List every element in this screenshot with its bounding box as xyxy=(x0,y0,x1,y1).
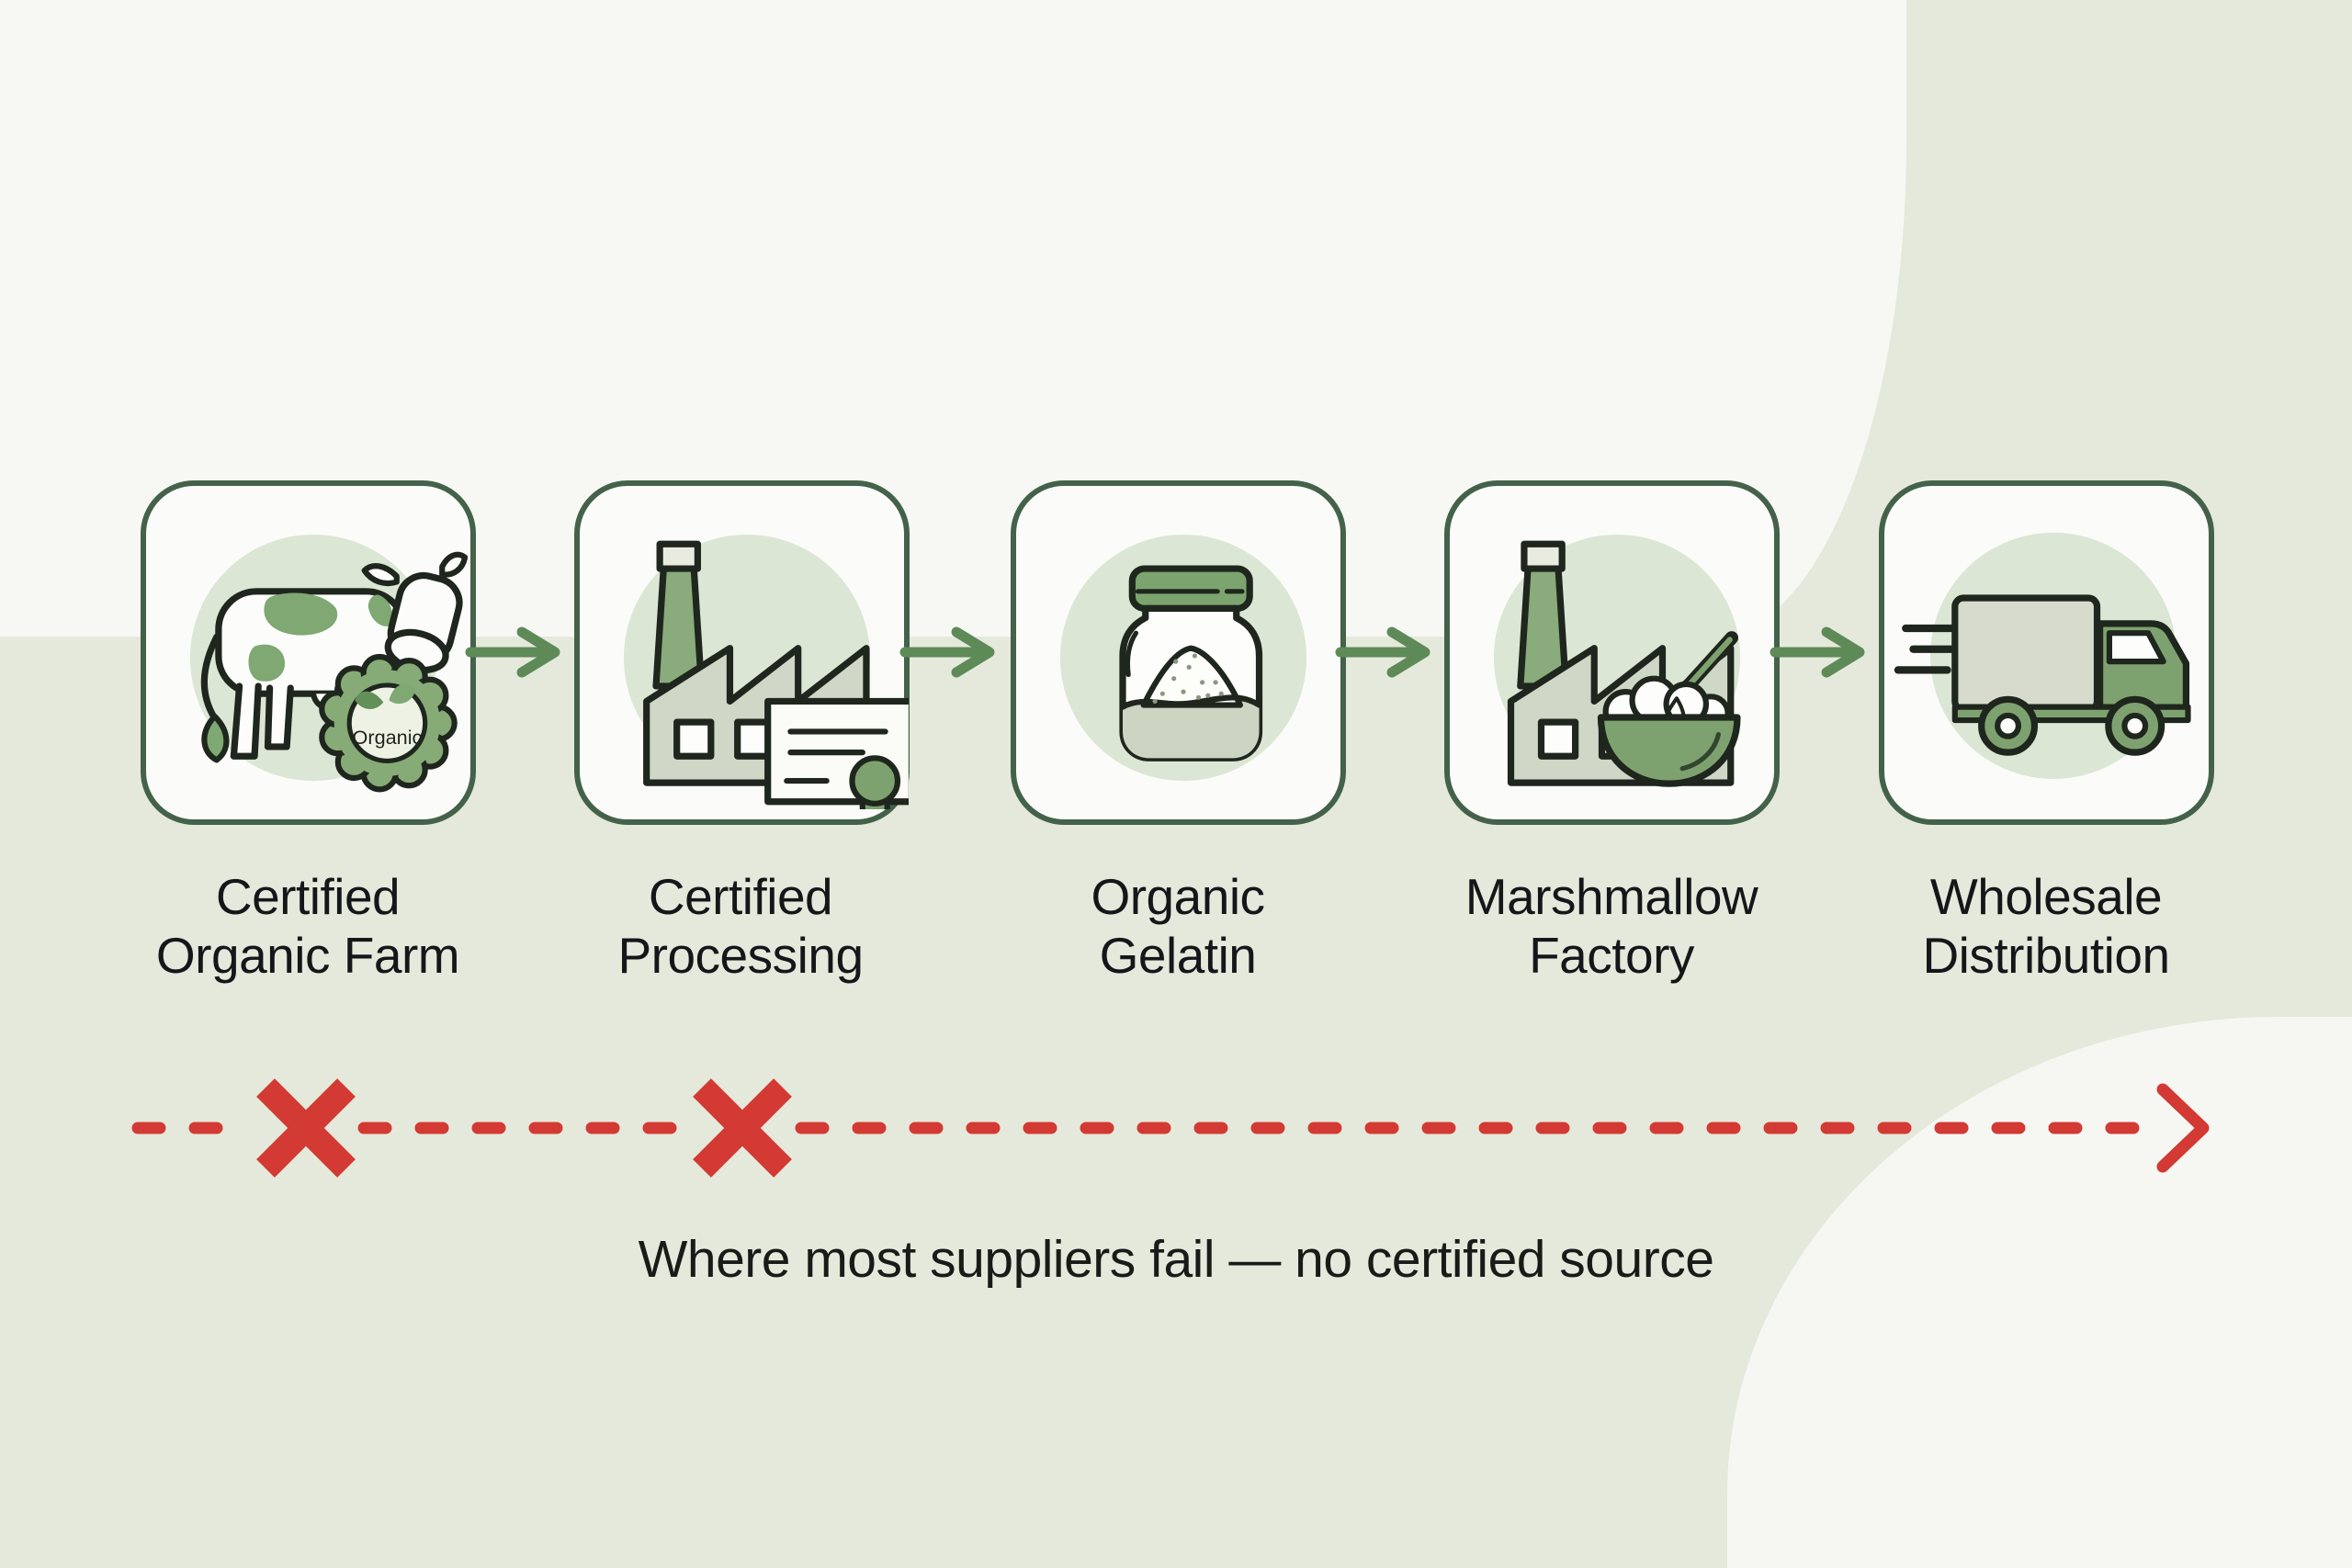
failure-dashed-arrow xyxy=(131,1078,2210,1178)
leaf-icon xyxy=(355,691,384,709)
stage-label-marshmallow-factory: Marshmallow Factory xyxy=(1464,868,1758,984)
cow-ear xyxy=(361,563,400,587)
powder-surface-line xyxy=(1119,694,1262,710)
truck-cargo-box xyxy=(1951,594,2101,714)
stage-box-organic-gelatin xyxy=(1011,480,1346,825)
cow-spot xyxy=(264,592,338,636)
certificate-seal xyxy=(849,755,901,807)
leaf-icon xyxy=(389,683,416,705)
cow-horn xyxy=(439,551,469,578)
factory-window xyxy=(1537,718,1579,760)
factory-window xyxy=(673,718,715,760)
stage-box-certified-organic-farm: Organic xyxy=(141,480,476,825)
cow-leg xyxy=(264,684,294,750)
bowl xyxy=(1597,714,1741,787)
stage-label-wholesale-distribution: Wholesale Distribution xyxy=(1922,868,2170,984)
arrowhead-icon xyxy=(2156,1083,2210,1173)
cow-leg xyxy=(230,682,262,760)
chimney-cap xyxy=(656,540,701,572)
failure-caption: Where most suppliers fail — no certified… xyxy=(638,1230,1714,1289)
factory-mixing-bowl-icon xyxy=(1493,534,1741,787)
truck-window xyxy=(2106,630,2166,665)
cow-spot xyxy=(248,644,286,682)
organic-badge-text: Organic xyxy=(353,726,423,749)
powder-mound xyxy=(1140,645,1243,708)
powder-dots xyxy=(1152,653,1224,705)
stage-label-organic-gelatin: Organic Gelatin xyxy=(1091,868,1265,984)
x-mark-icon xyxy=(693,1078,792,1178)
mixing-bowl-group xyxy=(1597,631,1741,787)
truck-wheel xyxy=(1978,695,2039,756)
stage-label-certified-organic-farm: Certified Organic Farm xyxy=(155,868,460,984)
jar-shine xyxy=(1125,630,1139,678)
stage-box-wholesale-distribution xyxy=(1879,480,2214,825)
organic-cow-badge-icon: Organic xyxy=(189,534,469,793)
flow-arrow-icon xyxy=(1770,626,1865,678)
cow-spot xyxy=(368,594,393,626)
x-mark-icon xyxy=(256,1078,356,1178)
gelatin-jar-icon xyxy=(1059,534,1307,782)
certificate xyxy=(764,697,909,809)
flow-arrow-icon xyxy=(899,626,995,678)
stage-label-certified-processing: Certified Processing xyxy=(617,868,864,984)
truck-wheel xyxy=(2105,695,2165,756)
cow-tail-tuft xyxy=(201,713,230,763)
organic-certification-badge: Organic xyxy=(319,653,458,793)
bowl-highlight xyxy=(1679,731,1721,772)
cow-tail xyxy=(200,633,220,722)
delivery-truck-icon xyxy=(1894,532,2191,779)
chimney-cap xyxy=(1521,540,1566,572)
jar-lid xyxy=(1128,565,1253,612)
flow-arrow-icon xyxy=(1335,626,1430,678)
stage-box-certified-processing xyxy=(574,480,910,825)
speed-lines xyxy=(1894,624,1957,674)
processing-plant-certificate-icon xyxy=(623,534,909,809)
jar-powder-fill xyxy=(1123,697,1260,759)
flow-arrow-icon xyxy=(465,626,560,678)
stage-box-marshmallow-factory xyxy=(1444,480,1780,825)
